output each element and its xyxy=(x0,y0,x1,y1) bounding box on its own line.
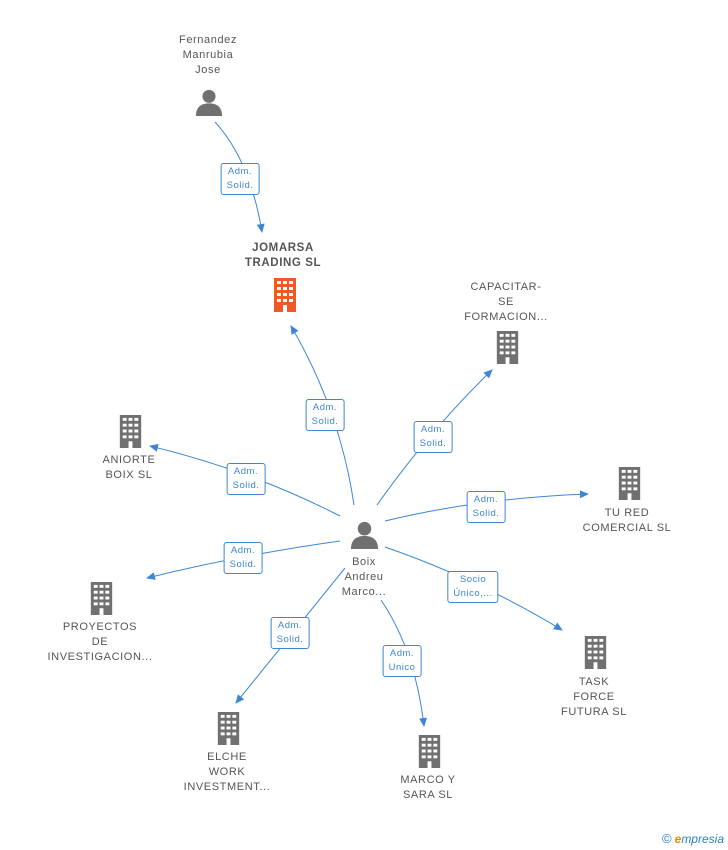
node-label-aniorte[interactable]: ANIORTE BOIX SL xyxy=(102,454,156,481)
edge-label[interactable]: Adm. Solid. xyxy=(220,163,260,195)
node-label-jomarsa[interactable]: JOMARSA TRADING SL xyxy=(244,242,322,269)
brand-name: mpresia xyxy=(681,832,724,846)
building-icon[interactable] xyxy=(618,467,641,500)
person-icon[interactable] xyxy=(350,521,379,549)
edge-label[interactable]: Adm. Solid. xyxy=(305,399,345,431)
node-label-task[interactable]: TASK FORCE FUTURA SL xyxy=(561,676,627,718)
building-icon[interactable] xyxy=(418,735,441,768)
edge-label[interactable]: Adm. Solid. xyxy=(223,542,263,574)
building-icon[interactable] xyxy=(584,636,607,669)
building-icon[interactable] xyxy=(90,582,113,615)
edge-label[interactable]: Adm. Solid. xyxy=(466,491,506,523)
footer-brand: ©empresia xyxy=(662,831,724,846)
node-label-elche[interactable]: ELCHE WORK INVESTMENT... xyxy=(183,751,271,793)
edge-label[interactable]: Adm. Solid. xyxy=(226,463,266,495)
copyright-icon: © xyxy=(662,831,672,846)
building-icon[interactable] xyxy=(274,278,296,312)
building-icon[interactable] xyxy=(119,415,142,448)
node-label-boix[interactable]: Boix Andreu Marco... xyxy=(341,556,387,598)
node-label-tured[interactable]: TU RED COMERCIAL SL xyxy=(582,507,672,534)
building-icon[interactable] xyxy=(217,712,240,745)
edge-label[interactable]: Socio Único,... xyxy=(447,571,499,603)
edge-label[interactable]: Adm. Solid. xyxy=(270,617,310,649)
person-icon[interactable] xyxy=(195,89,223,116)
node-label-fernandez[interactable]: Fernandez Manrubia Jose xyxy=(179,34,237,76)
building-icon[interactable] xyxy=(496,331,519,364)
node-label-proyectos[interactable]: PROYECTOS DE INVESTIGACION... xyxy=(47,621,153,663)
brand-initial: e xyxy=(674,832,682,846)
edge-label[interactable]: Adm. Unico xyxy=(382,645,422,677)
node-label-marco[interactable]: MARCO Y SARA SL xyxy=(400,774,456,801)
edge-label[interactable]: Adm. Solid. xyxy=(413,421,453,453)
node-label-capacitar[interactable]: CAPACITAR- SE FORMACION... xyxy=(464,281,548,323)
